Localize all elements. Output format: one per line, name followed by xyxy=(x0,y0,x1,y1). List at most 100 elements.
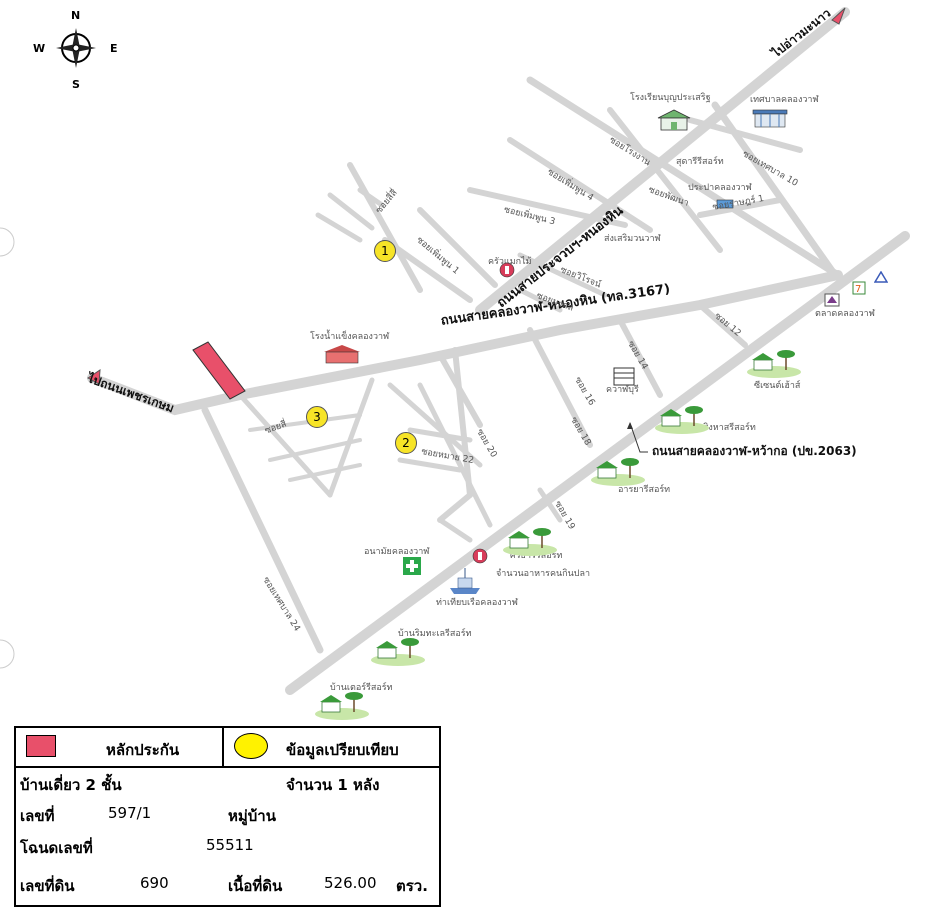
legend-panel: หลักประกัน ข้อมูลเปรียบเทียบ บ้านเดี่ยว … xyxy=(14,726,441,907)
pier-icon xyxy=(448,566,482,596)
scan-mark xyxy=(0,639,15,669)
resort-icon xyxy=(746,348,802,378)
road-secondary xyxy=(607,107,723,253)
comparable-marker-2: 2 xyxy=(395,432,417,454)
place-label: ซีเซนต์เฮ้าส์ xyxy=(754,381,801,391)
place-label: โรงเรียนบุญประเสริฐ xyxy=(630,93,711,103)
resort-icon xyxy=(502,526,558,556)
property-count: จำนวน 1 หลัง xyxy=(286,776,380,794)
compass-w: W xyxy=(33,42,46,55)
health-center-icon xyxy=(402,556,422,576)
scan-mark xyxy=(0,227,15,257)
water-supply-icon xyxy=(716,194,734,209)
road-secondary xyxy=(517,287,563,313)
road-secondary xyxy=(201,406,324,654)
area-value: 526.00 xyxy=(324,874,377,892)
market-icon xyxy=(824,292,840,307)
road-khlongwan-wako xyxy=(285,231,910,695)
place-label: จำนวนอาหารคนกินปลา xyxy=(496,569,591,579)
legend-divider xyxy=(222,728,224,766)
comparable-swatch xyxy=(234,733,268,759)
road-secondary xyxy=(437,492,473,523)
area-unit: ตรว. xyxy=(396,877,428,895)
comparable-marker-3: 3 xyxy=(306,406,328,428)
place-label: โรงน้ำแข็งคลองวาฬ xyxy=(310,332,390,342)
road-secondary xyxy=(467,187,628,228)
road-secondary xyxy=(527,327,593,448)
school-icon xyxy=(656,108,692,132)
place-label: ควาฬบุรี xyxy=(606,385,639,395)
resort-icon xyxy=(370,636,426,666)
road-secondary xyxy=(507,137,653,233)
resort-icon xyxy=(314,690,370,720)
legend-comparable-label: ข้อมูลเปรียบเทียบ xyxy=(286,741,399,759)
road-secondary xyxy=(357,187,385,208)
road-secondary xyxy=(397,457,463,473)
svg-text:7: 7 xyxy=(855,284,861,295)
deed-value: 55511 xyxy=(206,836,254,854)
house-no-label: เลขที่ xyxy=(20,807,55,825)
road-secondary xyxy=(452,347,473,498)
resort-icon xyxy=(654,404,710,434)
compass-e: E xyxy=(110,42,118,55)
legend-collateral-label: หลักประกัน xyxy=(106,741,180,759)
road-secondary xyxy=(382,237,473,303)
restaurant-icon xyxy=(499,262,515,278)
store-icon: 7 xyxy=(852,280,866,295)
arrow-to-ao-manao xyxy=(831,7,846,25)
property-type: บ้านเดี่ยว 2 ชั้น xyxy=(20,776,122,794)
road-secondary xyxy=(417,382,493,528)
road-secondary xyxy=(315,212,363,243)
road-label-khlongwan-wako: ถนนสายคลองวาฬ-หว้ากอ (ปข.2063) xyxy=(652,444,857,458)
building-icon xyxy=(752,108,788,128)
road-secondary xyxy=(417,207,498,288)
road-secondary xyxy=(327,377,375,498)
road-secondary xyxy=(387,382,483,468)
compass-s: S xyxy=(72,78,80,91)
place-label: ครัวแมกไม้ xyxy=(488,257,532,267)
road-secondary xyxy=(697,197,783,218)
road-secondary xyxy=(347,162,423,293)
leader-line xyxy=(627,422,648,453)
arrow-to-phetkasem xyxy=(87,369,101,385)
area-label: เนื้อที่ดิน xyxy=(228,877,283,895)
place-label: เทศบาลคลองวาฬ xyxy=(750,95,819,105)
road-secondary xyxy=(288,463,362,482)
hotel-icon xyxy=(612,366,636,386)
village-label: หมู่บ้าน xyxy=(228,807,276,825)
road-secondary xyxy=(617,317,663,398)
road-secondary xyxy=(407,427,473,443)
resort-icon xyxy=(590,456,646,486)
place-label: บ้านสิงหาสรีสอร์ท xyxy=(686,423,756,433)
place-label: ตลาดคลองวาฬ xyxy=(815,309,875,319)
road-secondary xyxy=(526,76,842,279)
land-no-value: 690 xyxy=(140,874,169,892)
road-secondary xyxy=(697,302,748,348)
road-secondary xyxy=(327,192,375,231)
place-label: ศรีธารรีสอร์ท xyxy=(510,551,563,561)
land-no-label: เลขที่ดิน xyxy=(20,877,75,895)
road-secondary xyxy=(237,392,333,498)
place-label: บ้านเตอร์รีสอร์ท xyxy=(330,683,393,693)
place-label: อารยารีสอร์ท xyxy=(618,485,671,495)
restaurant-icon xyxy=(472,548,488,564)
road-secondary xyxy=(517,252,608,298)
place-label: ท่าเทียบเรือคลองวาฬ xyxy=(436,598,518,608)
compass-rose-icon xyxy=(48,20,104,76)
place-label: ประปาคลองวาฬ xyxy=(688,183,752,193)
place-label: บ้านริมทะเลรีสอร์ท xyxy=(398,629,472,639)
comparable-marker-1: 1 xyxy=(374,240,396,262)
road-secondary xyxy=(248,413,362,432)
legend-header: หลักประกัน ข้อมูลเปรียบเทียบ xyxy=(16,728,439,768)
ice-factory-icon xyxy=(322,344,362,364)
deed-label: โฉนดเลขที่ xyxy=(20,839,93,857)
fuel-icon xyxy=(873,268,889,283)
collateral-swatch xyxy=(26,735,56,757)
road-network xyxy=(87,7,910,695)
house-no-value: 597/1 xyxy=(108,804,152,822)
collateral-plot xyxy=(192,341,246,400)
place-label: อนามัยคลองวาฬ xyxy=(364,547,430,557)
road-secondary xyxy=(537,487,563,523)
place-label: ส่งเสริมวนวาฬ xyxy=(604,234,661,244)
